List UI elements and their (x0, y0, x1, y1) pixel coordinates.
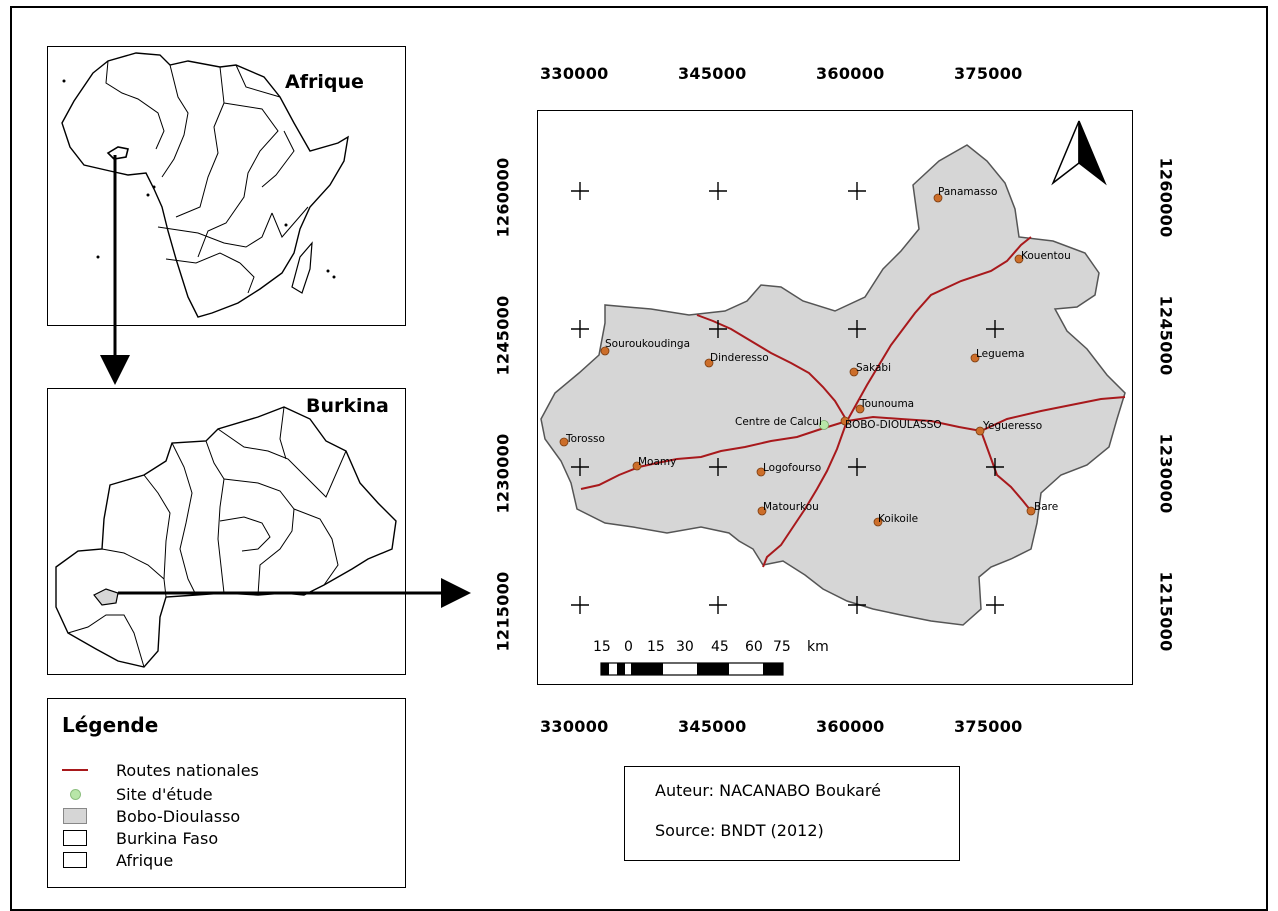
author-text: Auteur: NACANABO Boukaré (655, 781, 881, 800)
credits-box: Auteur: NACANABO Boukaré Source: BNDT (2… (624, 766, 960, 861)
legend-item-roads: Routes nationales (62, 759, 259, 781)
study-site-marker (819, 420, 829, 430)
x-coord-bottom: 375000 (954, 717, 1023, 736)
y-coord-left: 1260000 (493, 157, 513, 238)
scale-tick: 15 (647, 639, 665, 655)
x-coord-bottom: 360000 (816, 717, 885, 736)
legend-item-burkina: Burkina Faso (62, 827, 218, 849)
locality-marker (975, 426, 985, 436)
locality-label: Moamy (638, 456, 676, 468)
x-coord-bottom: 330000 (540, 717, 609, 736)
bobo-dioulasso-region (540, 144, 1126, 626)
locality-label: Torosso (565, 433, 605, 445)
legend-label: Site d'étude (116, 784, 213, 804)
legend-title: Légende (62, 713, 159, 737)
legend-box: Légende Routes nationales Site d'étude B… (47, 698, 406, 888)
x-coord-bottom: 345000 (678, 717, 747, 736)
locality-label: Tounouma (859, 398, 914, 410)
locality-label: Leguema (976, 348, 1025, 360)
scale-bar: 15 0 15 30 45 60 75 km (593, 639, 829, 676)
main-map-frame: Panamasso Kouentou Souroukoudinga Dinder… (537, 110, 1133, 685)
green-dot-icon (62, 785, 88, 803)
locality-marker (559, 437, 569, 447)
locality-label: Yegueresso (982, 420, 1042, 432)
locality-marker (704, 358, 714, 368)
africa-outline-map (61, 52, 349, 318)
locality-label: Souroukoudinga (605, 338, 690, 350)
study-site-label: Centre de Calcul (735, 416, 822, 428)
road-line-icon (62, 761, 88, 779)
legend-label: Afrique (116, 850, 174, 870)
legend-item-site: Site d'étude (62, 783, 213, 805)
scale-tick: 30 (676, 639, 694, 655)
scale-unit: km (807, 639, 829, 655)
y-coord-right: 1230000 (1156, 433, 1176, 514)
scale-tick: 0 (624, 639, 633, 655)
locality-label: Koikoile (878, 513, 918, 525)
legend-item-bobo: Bobo-Dioulasso (62, 805, 240, 827)
locality-marker (756, 467, 766, 477)
y-coord-left: 1215000 (493, 571, 513, 652)
locality-marker (1026, 506, 1036, 516)
burkina-inset: Burkina (47, 388, 406, 675)
y-coord-right: 1245000 (1156, 295, 1176, 376)
legend-item-afrique: Afrique (62, 849, 173, 871)
y-coord-right: 1215000 (1156, 571, 1176, 652)
national-roads (580, 236, 1126, 568)
grid-crosses (571, 182, 1004, 614)
scale-tick: 15 (593, 639, 611, 655)
burkina-inset-title: Burkina (306, 395, 389, 417)
locality-label: Bare (1034, 501, 1058, 513)
legend-label: Routes nationales (116, 760, 259, 780)
x-coord-top: 345000 (678, 64, 747, 83)
locality-marker (933, 193, 943, 203)
locality-marker (600, 346, 610, 356)
x-coord-top: 330000 (540, 64, 609, 83)
locality-marker (840, 416, 850, 426)
source-text: Source: BNDT (2012) (655, 821, 824, 840)
locality-label: BOBO-DIOULASSO (845, 419, 942, 431)
legend-label: Burkina Faso (116, 828, 219, 848)
locality-marker (873, 517, 883, 527)
grey-fill-icon (62, 807, 88, 825)
locality-marker (632, 461, 642, 471)
x-coord-top: 360000 (816, 64, 885, 83)
white-box-icon (62, 829, 88, 847)
locality-label: Logofourso (763, 462, 821, 474)
main-map: Panamasso Kouentou Souroukoudinga Dinder… (540, 120, 1126, 676)
white-box-icon (62, 851, 88, 869)
y-coord-right: 1260000 (1156, 157, 1176, 238)
africa-inset-title: Afrique (285, 71, 364, 93)
y-coord-left: 1245000 (493, 295, 513, 376)
scale-tick: 75 (773, 639, 791, 655)
locality-label: Panamasso (938, 186, 997, 198)
locality-marker (855, 404, 865, 414)
africa-inset: Afrique (47, 46, 406, 326)
locality-marker (1014, 254, 1024, 264)
locality-label: Kouentou (1021, 250, 1071, 262)
locality-marker (970, 353, 980, 363)
locality-marker (757, 506, 767, 516)
y-coord-left: 1230000 (493, 433, 513, 514)
locality-label: Matourkou (763, 501, 819, 513)
locality-label: Dinderesso (710, 352, 769, 364)
scale-tick: 60 (745, 639, 763, 655)
legend-label: Bobo-Dioulasso (116, 806, 241, 826)
locality-label: Sakabi (856, 362, 891, 374)
locality-marker (849, 367, 859, 377)
burkina-outline-map (55, 406, 397, 668)
x-coord-top: 375000 (954, 64, 1023, 83)
north-arrow-icon (1051, 120, 1107, 186)
scale-tick: 45 (711, 639, 729, 655)
